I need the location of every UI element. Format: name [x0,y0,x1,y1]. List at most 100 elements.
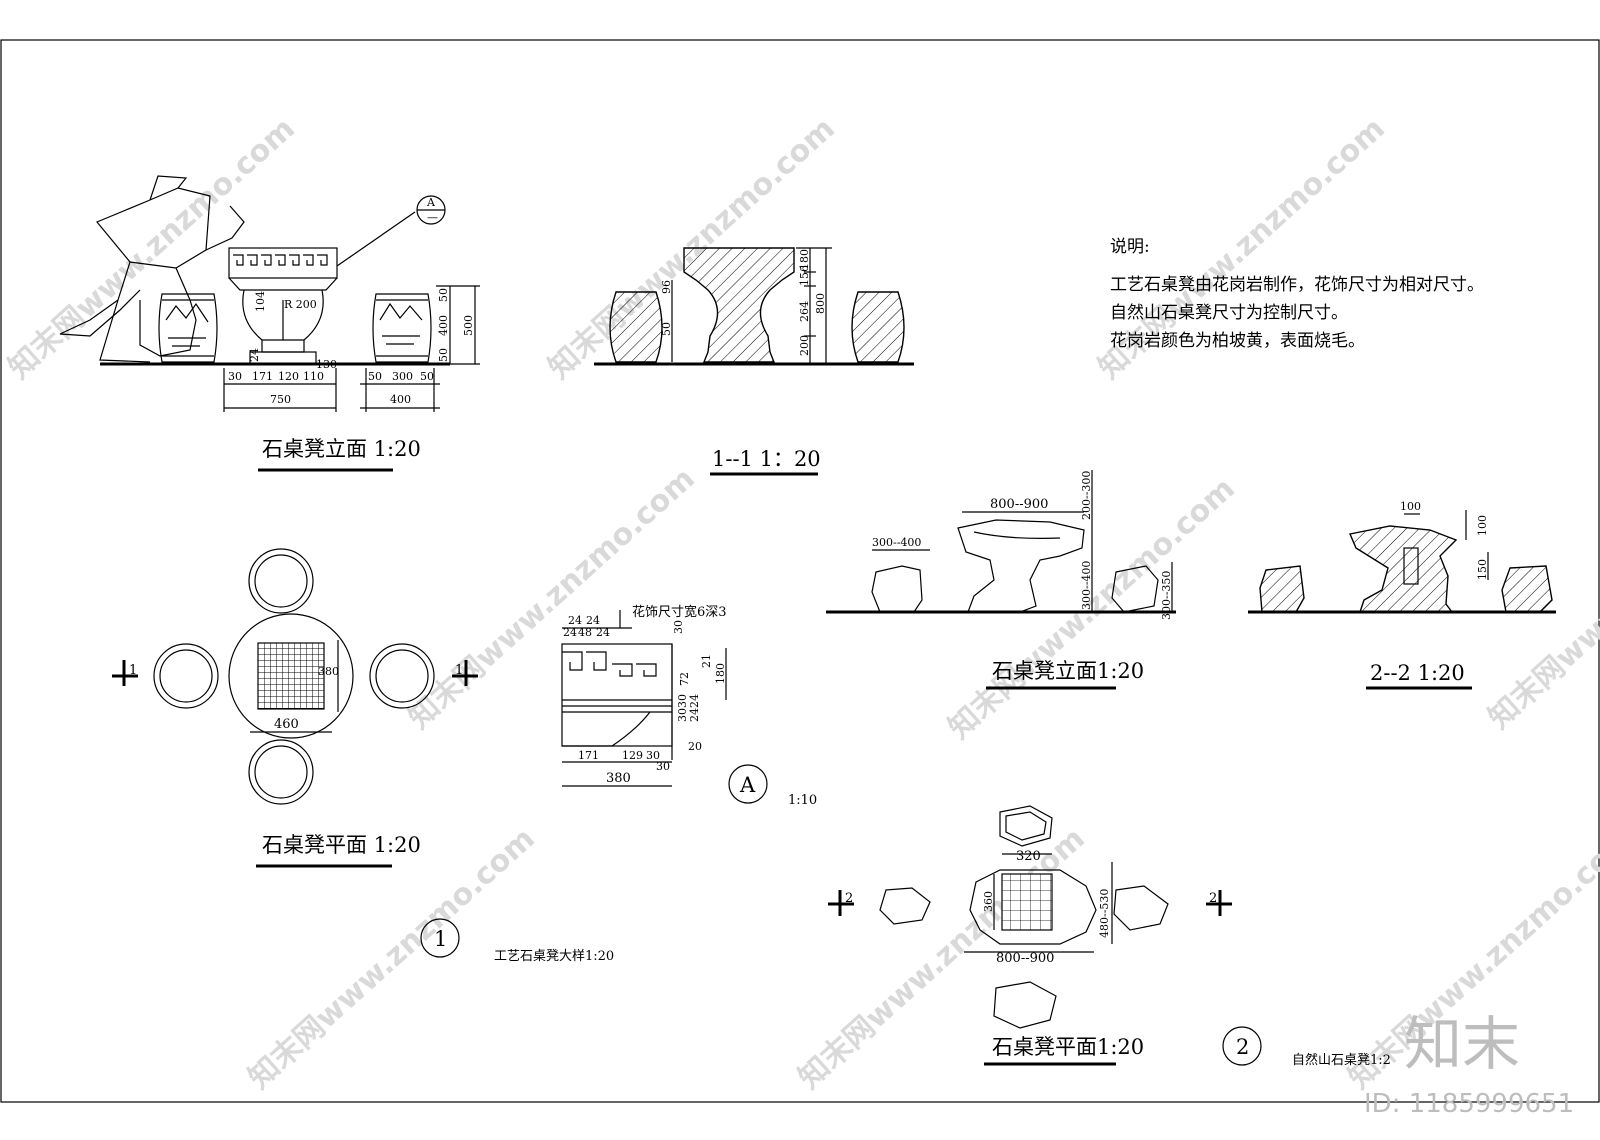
craft-elevation: A — 30 171 120 110 130 750 50 300 50 400 [59,175,480,472]
dim-label: 120 [278,370,299,383]
dim-label: 750 [270,393,291,406]
section-mark-label: 1 [455,663,463,678]
section-stool-right [851,291,905,363]
detail-a: 花饰尺寸宽6深3 24 24 24 48 24 30 21 72 180 303… [561,604,817,808]
dim-label: 800--900 [990,497,1048,512]
dim-label: 200--300 [1080,471,1093,520]
detail-number: 1 [434,927,447,951]
dim-label: 50 [437,288,450,302]
dim-label: 24 [586,614,600,627]
dim-label: 380 [318,665,339,678]
caption-natural-elevation: 石桌凳立面1:20 [992,659,1144,683]
craft-table [228,247,338,365]
callout-top-label: A [426,196,436,209]
craft-detail-title: 1 工艺石桌凳大样1:20 [420,918,614,964]
notes-line: 工艺石桌凳由花岗岩制作，花饰尺寸为相对尺寸。 [1110,275,1484,295]
dim-label: 180 [798,249,811,270]
dim-label: 104 [254,291,267,312]
caption-section-2: 2--2 1:20 [1370,661,1465,685]
plan-chessboard [257,642,325,710]
section-2-2: 100 100 150 2--2 1:20 [1248,500,1556,690]
dim-label: 3030 [676,694,689,722]
natural-stool-right [1111,565,1159,613]
dim-label: 50 [437,348,450,362]
dim-label: 300--350 [1160,571,1173,620]
watermark-id: ID: 1185999651 [1364,1089,1574,1119]
dim-label: 24 [248,348,261,362]
section-stool-left [609,291,663,363]
dim-label: 100 [1476,515,1489,536]
caption-section-1: 1--1 1：20 [712,447,821,471]
dim-label: 500 [462,315,475,336]
dim-label: 21 [700,654,713,668]
natural-stool-left [871,565,923,613]
dim-label: 171 [578,749,599,762]
dim-label: 180 [714,663,727,684]
dim-label: 300--400 [872,536,921,549]
notes-block: 说明: 工艺石桌凳由花岗岩制作，花饰尺寸为相对尺寸。 自然山石桌凳尺寸为控制尺寸… [1110,237,1484,351]
dim-label: 360 [982,891,995,912]
natural-plan-board [1001,873,1053,931]
dim-label: 30 [228,370,242,383]
section2-stool-left [1259,565,1305,613]
dim-label: 129 [622,749,643,762]
watermark-text: 知末网www.znzmo.com [402,461,702,736]
dim-label: 110 [303,370,324,383]
detail-a-note: 花饰尺寸宽6深3 [632,604,727,620]
dim-label: 480--530 [1098,889,1111,938]
dim-label: 2424 [688,694,701,722]
dim-label: 48 [578,626,592,639]
callout-bottom-label: — [427,211,438,224]
dim-label: 130 [316,358,337,371]
dim-label: 300 [392,370,413,383]
natural-elevation: 300--400 800--900 200--300 300--400 300-… [826,470,1176,690]
section-1-1: 180 156 264 200 800 96 50 1--1 1：20 [594,247,914,476]
sheet-border [0,39,1600,1103]
notes-line: 自然山石桌凳尺寸为控制尺寸。 [1110,303,1348,323]
dim-label: 400 [390,393,411,406]
dim-label: 800--900 [996,951,1054,966]
detail-number: 2 [1236,1035,1249,1059]
caption-craft-elevation: 石桌凳立面 1:20 [262,437,421,461]
craft-stool-right [372,293,432,363]
dim-label: 24 [568,614,582,627]
natural-plan: 320 360 480--530 800--900 2 2 石桌凳平面1:20 [828,805,1232,1066]
caption-craft-detail: 工艺石桌凳大样1:20 [494,948,614,964]
dim-label: 72 [678,672,691,686]
dim-label: 300--400 [1080,561,1093,610]
dim-label: 380 [606,771,631,786]
craft-elevation-dims: 30 171 120 110 130 750 50 300 50 400 50 … [223,285,480,412]
caption-natural-detail: 自然山石桌凳1:2 [1292,1052,1391,1068]
dim-label: 30 [646,749,660,762]
dim-label: 50 [368,370,382,383]
notes-line: 花岗岩颜色为柏坡黄，表面烧毛。 [1110,331,1365,351]
detail-a-scale: 1:10 [788,793,817,808]
dim-label: 264 [798,301,811,322]
dim-label: 150 [1476,559,1489,580]
dim-label: 100 [1400,500,1421,513]
natural-plan-table [969,869,1097,945]
dim-label: 50 [420,370,434,383]
section-mark-label: 1 [129,663,137,678]
craft-stool-left [158,293,218,363]
dim-label: 460 [274,717,299,732]
plan-table-top [228,613,354,739]
section-mark-label: 2 [1209,891,1217,906]
dim-label: 400 [437,315,450,336]
notes-title: 说明: [1110,237,1150,257]
dim-label: 24 [563,626,577,639]
dim-label: 200 [798,335,811,356]
caption-craft-plan: 石桌凳平面 1:20 [262,833,421,857]
dim-label: 156 [798,265,811,286]
dim-label: 30 [656,760,670,773]
craft-plan: 460 380 1 1 石桌凳平面 1:20 [112,548,478,868]
detail-a-marker [728,764,768,804]
dim-label: 800 [814,293,827,314]
dim-label: 50 [660,322,673,336]
watermark-logo: 知末 [1404,1010,1520,1078]
dim-label: 30 [672,620,685,634]
dim-label: 20 [688,740,702,753]
natural-detail-title: 2 自然山石桌凳1:2 [1222,1026,1391,1068]
dim-label: 24 [596,626,610,639]
